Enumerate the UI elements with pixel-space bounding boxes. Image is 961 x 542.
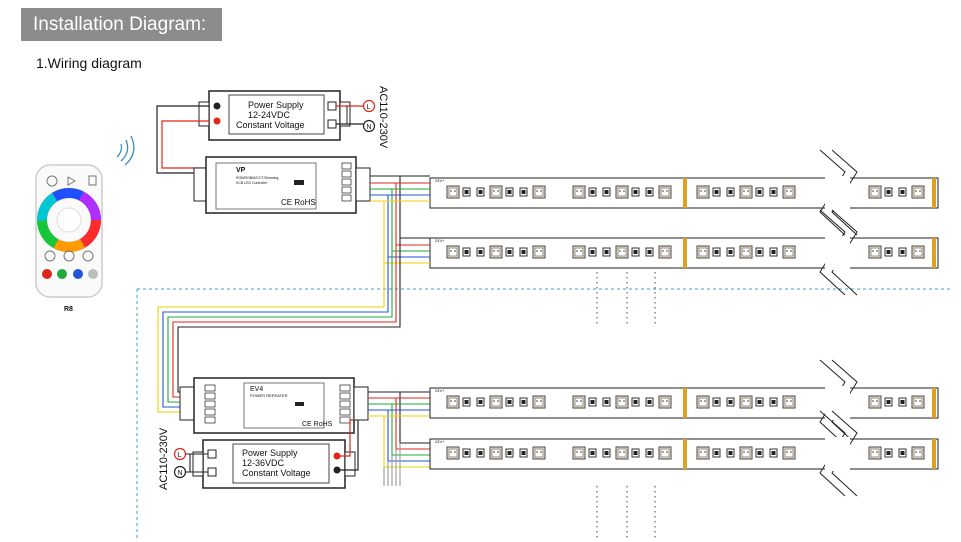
repeater-zone-border xyxy=(136,288,952,540)
strip3-plus: 24V+ xyxy=(435,388,445,393)
strip-row-4 xyxy=(429,410,939,497)
strip2-plus: 24V+ xyxy=(435,238,445,243)
strip1-plus: 24V+ xyxy=(435,178,445,183)
dc-minus-terminal xyxy=(213,102,221,110)
remote-r8: R8 xyxy=(35,164,103,313)
section-title: 1.Wiring diagram xyxy=(36,55,142,71)
ps-bottom-type: Constant Voltage xyxy=(242,468,311,478)
remote-label: R8 xyxy=(64,306,73,313)
controller-model: VP xyxy=(236,167,246,174)
power-supply-bottom: Power Supply 12-36VDC Constant Voltage xyxy=(192,439,356,489)
ac-l-bottom-icon xyxy=(173,447,187,461)
w-button xyxy=(88,269,98,279)
wireless-signal-icon xyxy=(116,135,135,166)
ps-top-type: Constant Voltage xyxy=(236,120,305,130)
ac-n-bottom-icon xyxy=(173,465,187,479)
controller-desc2: SCB LED Controller xyxy=(236,181,268,185)
repeater-desc: POWER REPEATER xyxy=(250,393,288,398)
ps-bottom-n: N xyxy=(178,470,183,477)
repeater-cert: CE RoHS xyxy=(302,421,333,428)
b-button xyxy=(73,269,83,279)
header-title: Installation Diagram: xyxy=(33,14,207,35)
ps-bottom-l: L xyxy=(178,452,182,459)
strip4-plus: 24V+ xyxy=(435,439,445,444)
controller-desc1: RGB/RGBW/CCT/Dimming xyxy=(236,176,278,180)
header-bar: Installation Diagram: xyxy=(21,8,222,41)
right-icon xyxy=(82,250,94,262)
ps-bottom-ac-label: AC110-230V xyxy=(158,427,170,490)
r-button xyxy=(42,269,52,279)
ps-top-l: L xyxy=(367,104,371,111)
repeater-model: EV4 xyxy=(250,386,263,393)
g-button xyxy=(57,269,67,279)
power-icon xyxy=(46,175,58,187)
ps-bottom-voltage: 12-36VDC xyxy=(242,458,285,468)
strip-row-3 xyxy=(429,359,939,446)
lock-icon xyxy=(88,175,97,186)
controller-cert: CE RoHS xyxy=(281,198,316,207)
controller-vp: VP RGB/RGBW/CCT/Dimming SCB LED Controll… xyxy=(193,156,371,214)
left-icon xyxy=(44,250,56,262)
ac-l-icon xyxy=(362,99,376,113)
strip-row-1 xyxy=(429,149,939,236)
ps-top-ac-label: AC110-230V xyxy=(377,86,389,149)
ps-bottom-title: Power Supply xyxy=(242,448,298,458)
repeater-ev4: EV4 POWER REPEATER CE RoHS xyxy=(179,377,369,434)
dc-plus-terminal xyxy=(213,117,221,125)
ps-top-voltage: 12-24VDC xyxy=(248,110,291,120)
strip-row-2 xyxy=(429,209,939,296)
ps-top-n: N xyxy=(367,124,372,131)
ps-top-title: Power Supply xyxy=(248,100,304,110)
power-supply-top: Power Supply 12-24VDC Constant Voltage xyxy=(198,90,351,141)
ac-n-icon xyxy=(362,119,376,133)
mode-icon xyxy=(67,176,77,186)
power-button-icon xyxy=(63,250,75,262)
